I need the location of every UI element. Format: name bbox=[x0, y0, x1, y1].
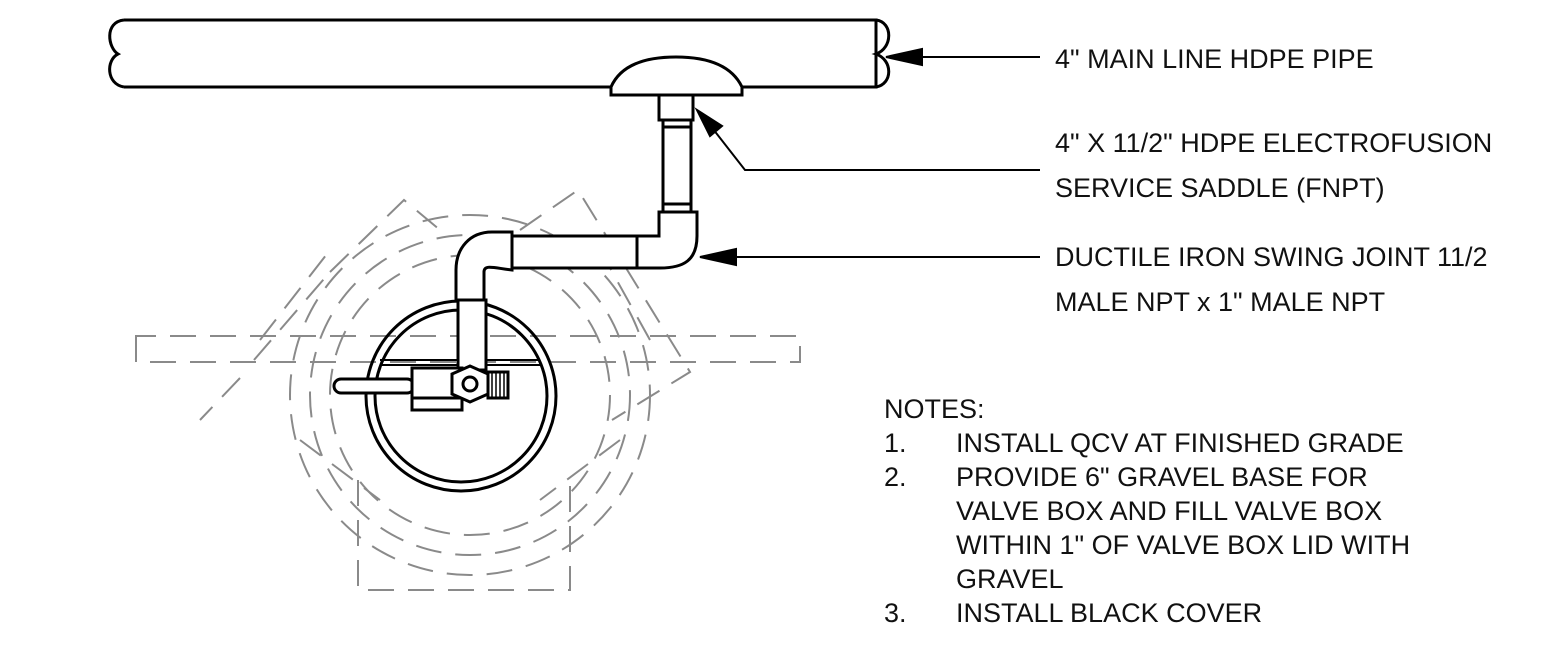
note-number: 1. bbox=[884, 428, 907, 458]
service-saddle bbox=[609, 55, 744, 122]
notes-block: NOTES: 1. INSTALL QCV AT FINISHED GRADE … bbox=[884, 392, 1410, 630]
main-line-pipe bbox=[108, 18, 891, 89]
valve-box-inner-diagonals bbox=[259, 249, 651, 501]
swing-joint-elbow bbox=[635, 210, 699, 270]
vertical-riser bbox=[661, 118, 693, 214]
note-number: 3. bbox=[884, 598, 907, 628]
leader-swing-joint bbox=[699, 247, 1040, 267]
valve-threads bbox=[486, 370, 510, 400]
main-line-callout: 4" MAIN LINE HDPE PIPE bbox=[1055, 44, 1374, 74]
leader-saddle bbox=[694, 107, 1040, 171]
note-number: 2. bbox=[884, 462, 907, 492]
saddle-callout-line1: 4" X 11/2" HDPE ELECTROFUSION bbox=[1055, 128, 1493, 158]
note-item: 1. INSTALL QCV AT FINISHED GRADE bbox=[884, 426, 1410, 460]
swing-joint-callout-line2: MALE NPT x 1" MALE NPT bbox=[1055, 287, 1386, 317]
valve-box-middle-ring bbox=[309, 234, 631, 556]
main-line-pipe-left-end bbox=[108, 18, 125, 89]
upper-elbow bbox=[454, 230, 514, 302]
valve-box-lid-outline bbox=[135, 335, 801, 363]
horizontal-nipple bbox=[510, 234, 639, 270]
note-text: INSTALL BLACK COVER bbox=[956, 598, 1263, 628]
note-text: INSTALL QCV AT FINISHED GRADE bbox=[956, 428, 1404, 458]
note-item: 2. PROVIDE 6" GRAVEL BASE FOR VALVE BOX … bbox=[884, 460, 1410, 596]
saddle-callout-line2: SERVICE SADDLE (FNPT) bbox=[1055, 173, 1385, 203]
notes-heading: NOTES: bbox=[884, 394, 985, 424]
main-line-pipe-right-end bbox=[871, 18, 891, 89]
valve-box-outline bbox=[135, 188, 801, 591]
leader-main-line bbox=[885, 47, 1040, 67]
note-text: PROVIDE 6" GRAVEL BASE FOR VALVE BOX AND… bbox=[956, 462, 1411, 594]
quick-coupling-valve bbox=[332, 364, 510, 412]
note-item: 3. INSTALL BLACK COVER bbox=[884, 596, 1410, 630]
valve-box-right-wing bbox=[519, 188, 692, 421]
valve-key-handle bbox=[332, 377, 416, 395]
swing-joint-callout-line1: DUCTILE IRON SWING JOINT 11/2 bbox=[1055, 242, 1488, 272]
valve-box-outer-ring bbox=[289, 214, 651, 576]
valve-riser bbox=[456, 298, 488, 372]
